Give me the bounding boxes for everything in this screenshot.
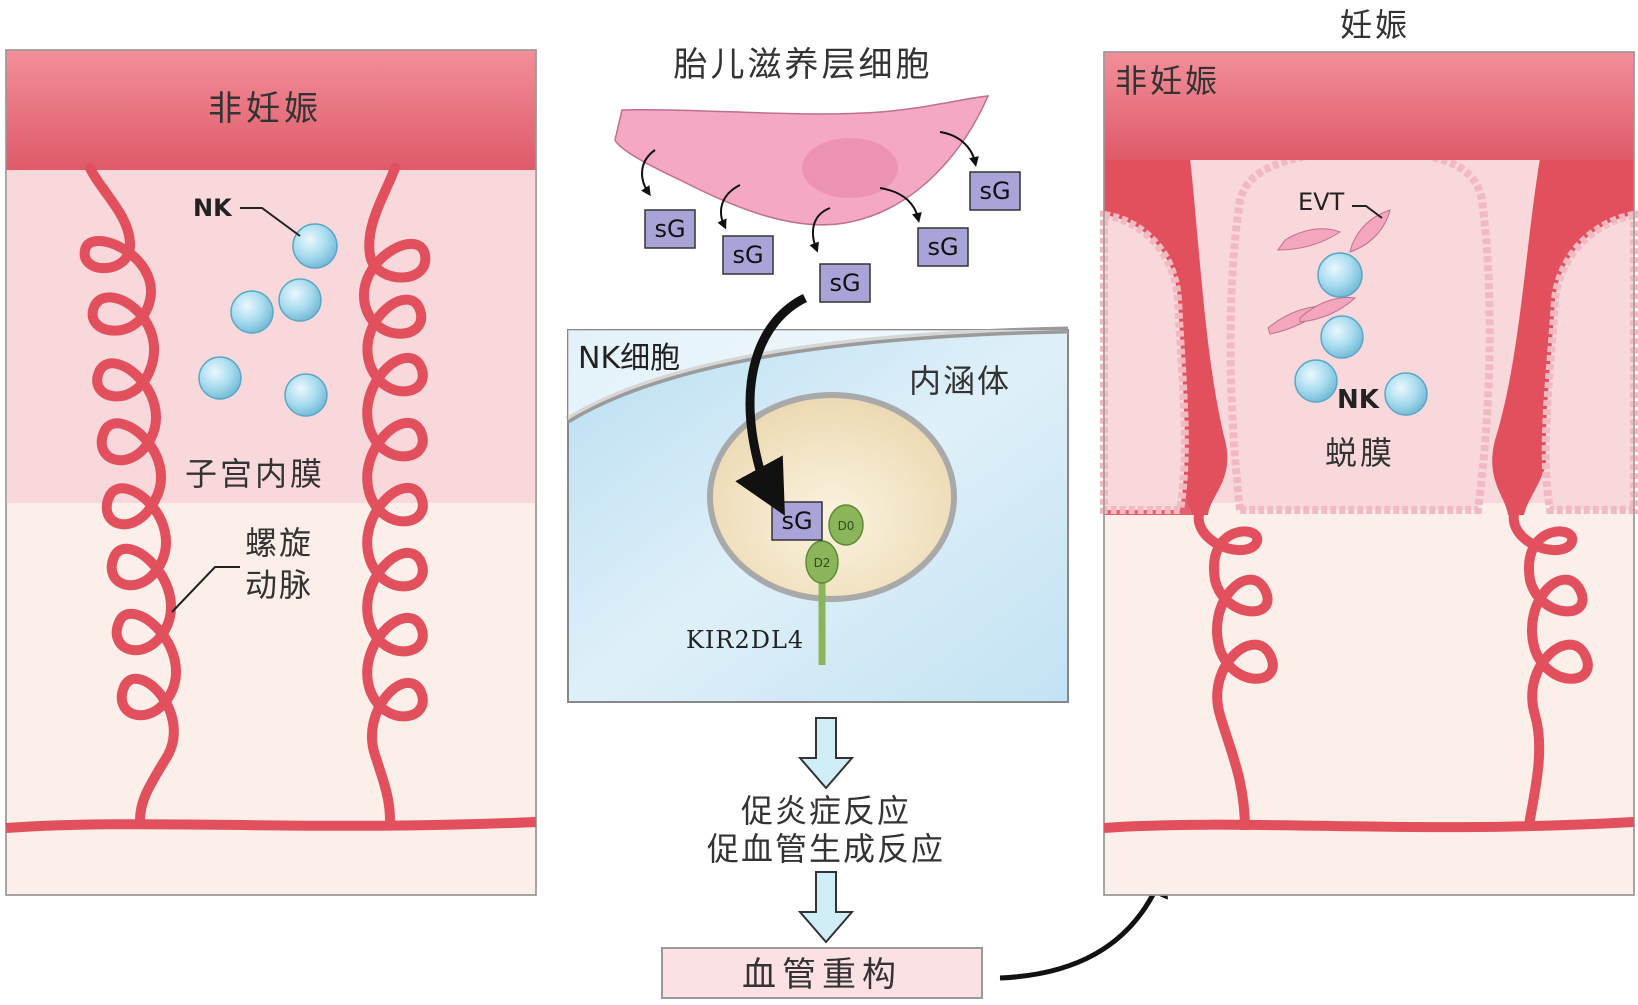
evt-label: EVT: [1298, 188, 1345, 216]
nk-cell-membrane: [566, 326, 1069, 423]
nk-cell: [292, 223, 338, 269]
decidua-left-flank: [1100, 210, 1189, 514]
right-panel: 妊娠 非妊娠 EVT NK 蜕膜: [1100, 6, 1638, 896]
sg-box: sG: [644, 209, 696, 249]
trophoblast-title: 胎儿滋养层细胞: [674, 45, 933, 85]
receptor-label: KIR2DL4: [686, 626, 804, 654]
sg-box: sG: [819, 263, 871, 303]
flow-arrow-down-2: [797, 871, 855, 944]
decidua-label: 蜕膜: [1325, 434, 1395, 472]
nk-cell: [1294, 359, 1338, 403]
decidua-right-flank: [1541, 210, 1638, 514]
svg-text:sG: sG: [829, 269, 860, 297]
left-endometrium: [6, 168, 536, 503]
artery-label-line1: 螺旋: [245, 524, 313, 562]
left-panel: 非妊娠 NK 子宫内膜 螺旋 动脉: [5, 49, 537, 896]
svg-text:D2: D2: [814, 556, 831, 570]
nk-cell-panel: NK细胞 内涵体 D2 D0 sG KIR2DL4: [566, 326, 1069, 703]
internalization-arrow: [735, 293, 808, 516]
basal-artery-right: [1103, 817, 1635, 833]
remodel-to-pregnancy-arrow: [999, 866, 1168, 981]
nk-label-left: NK: [193, 194, 233, 222]
sg-box: sG: [722, 235, 774, 275]
nk-cell: [1317, 252, 1363, 298]
nk-cell: [230, 290, 274, 334]
svg-text:sG: sG: [654, 215, 685, 243]
endometrium-label: 子宫内膜: [185, 455, 325, 493]
spiral-artery-left: [79, 163, 181, 825]
svg-text:sG: sG: [927, 233, 958, 261]
evt-cell: [1349, 209, 1391, 253]
nk-leader-line-left: [240, 207, 301, 237]
nk-cell: [284, 373, 328, 417]
evt-cell: [1277, 228, 1342, 251]
nk-cell: [198, 356, 242, 400]
receptor-domain-d2: [805, 540, 839, 584]
endosome: [707, 392, 957, 602]
remodel-box: [661, 947, 983, 999]
nk-label-right: NK: [1337, 385, 1380, 415]
svg-text:D0: D0: [838, 519, 855, 533]
sg-box: sG: [917, 227, 969, 267]
response-line2: 促血管生成反应: [707, 830, 945, 868]
evt-leader-line: [1352, 205, 1383, 219]
spiral-artery-right: [358, 163, 431, 825]
spiral-artery-right-panel-left: [1193, 508, 1278, 831]
right-title: 妊娠: [1340, 6, 1410, 44]
nk-cell: [1320, 315, 1364, 359]
endosome-label: 内涵体: [909, 362, 1011, 400]
artery-label-line2: 动脉: [245, 566, 313, 604]
left-header: 非妊娠: [208, 89, 322, 129]
flow-arrow-down-1: [797, 717, 855, 790]
sg-box-bound: sG: [771, 501, 823, 541]
right-header: 非妊娠: [1115, 62, 1220, 100]
svg-text:sG: sG: [781, 507, 812, 535]
basal-artery-left: [5, 817, 537, 833]
nk-cell: [278, 278, 322, 322]
spiral-artery-right-panel-right: [1508, 508, 1593, 831]
receptor-domain-d0: [828, 504, 864, 546]
nk-cell-title: NK细胞: [578, 341, 680, 376]
right-top-band: [1104, 52, 1634, 160]
left-top-band: [6, 50, 536, 170]
trophoblast-nucleus: [802, 138, 898, 198]
remodel-label: 血管重构: [742, 955, 902, 995]
trophoblast-cell: [614, 95, 990, 226]
artery-leader-line: [171, 566, 240, 613]
svg-text:sG: sG: [979, 177, 1010, 205]
sg-box: sG: [969, 171, 1021, 211]
nk-cell: [1384, 372, 1428, 416]
evt-cell: [1299, 297, 1357, 323]
nk-cells-left: [198, 223, 338, 417]
center-column: 胎儿滋养层细胞 sG sG sG sG sG: [566, 45, 1168, 999]
response-line1: 促炎症反应: [741, 792, 911, 830]
svg-text:sG: sG: [732, 241, 763, 269]
